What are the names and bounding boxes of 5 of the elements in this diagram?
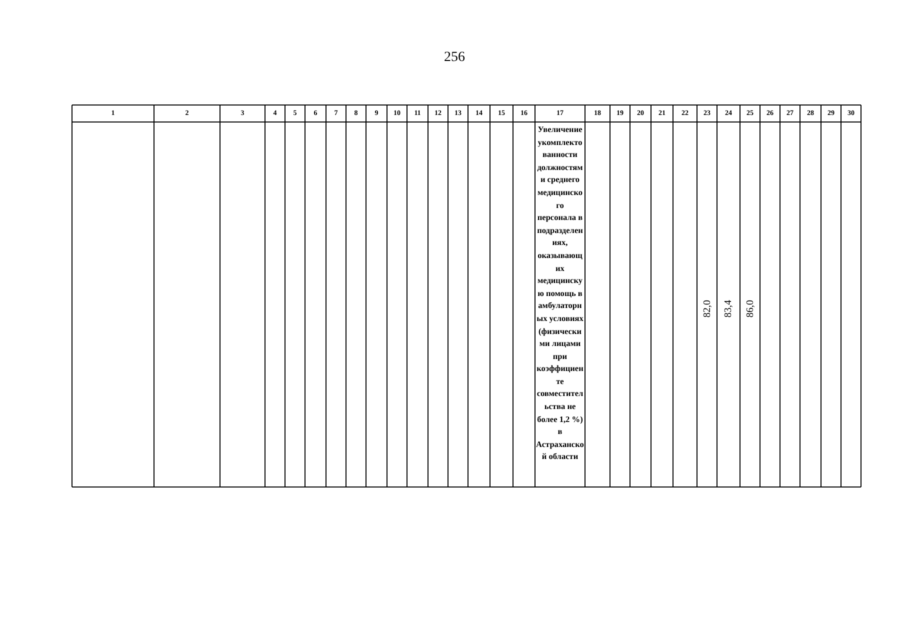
page-number: 256 xyxy=(444,50,465,66)
table-value: 82,0 xyxy=(702,300,712,318)
table-value: 86,0 xyxy=(744,300,756,318)
table-value: 83,4 xyxy=(723,300,734,318)
table-cell-text: Увеличение укомплектованности должностями среднего медицинского персонала в подразделениях, оказывающих медицинскую помощь в амбулаторных условиях (физическими лицами при коэффициенте совместительства не более 1,2 %) в Астраханской области xyxy=(536,124,584,464)
